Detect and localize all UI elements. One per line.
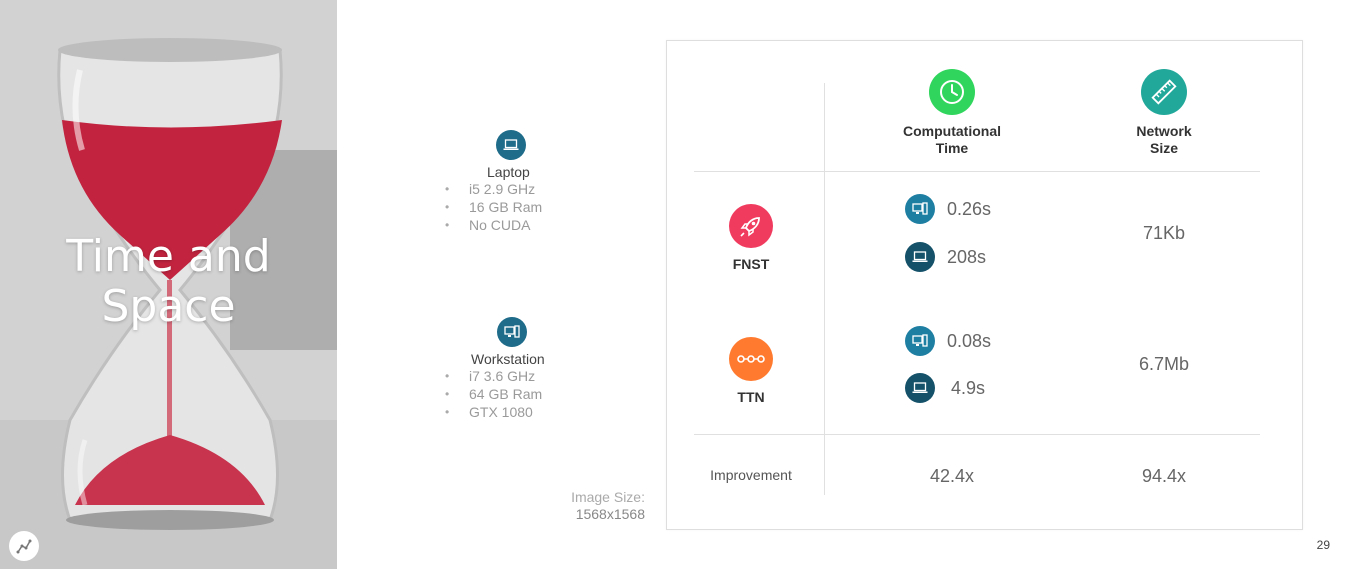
row-label-ttn: TTN	[737, 389, 765, 405]
ttn-laptop-time: 4.9s	[905, 373, 985, 403]
ttn-laptop-time-value: 4.9s	[951, 377, 986, 398]
improvement-label: Improvement	[710, 467, 792, 483]
page-number: 29	[1316, 538, 1330, 552]
fnst-laptop-time: 208s	[905, 242, 986, 272]
column-label-size: Network Size	[1084, 123, 1244, 157]
column-header-network-size: Network Size	[1084, 69, 1244, 157]
chart-logo-icon	[9, 531, 39, 561]
table-header-divider	[694, 171, 1260, 172]
image-size-note: Image Size: 1568x1568	[545, 489, 645, 523]
laptop-spec-ram: 16 GB Ram	[445, 198, 645, 216]
workstation-spec-cpu: i7 3.6 GHz	[445, 367, 645, 385]
image-size-label: Image Size:	[571, 489, 645, 505]
row-header-ttn: TTN	[691, 337, 811, 405]
image-size-value: 1568x1568	[575, 506, 645, 522]
laptop-icon	[905, 373, 935, 403]
column-label-time-line2: Time	[935, 140, 969, 156]
improvement-size-value: 94.4x	[1141, 466, 1187, 486]
ttn-workstation-time: 0.08s	[905, 326, 991, 356]
workstation-icon	[497, 317, 527, 347]
row-label-fnst: FNST	[732, 256, 770, 272]
clock-icon	[929, 69, 975, 115]
laptop-name: Laptop	[487, 164, 530, 180]
laptop-icon	[496, 130, 526, 160]
workstation-spec-ram: 64 GB Ram	[445, 385, 645, 403]
fnst-network-size: 71Kb	[1142, 223, 1186, 243]
workstation-icon	[905, 194, 935, 224]
table-footer-divider	[694, 434, 1260, 435]
hourglass-image	[0, 0, 337, 569]
ruler-icon	[1141, 69, 1187, 115]
ttn-workstation-time-value: 0.08s	[947, 330, 992, 351]
laptop-spec-gpu: No CUDA	[445, 216, 645, 234]
improvement-time-value: 42.4x	[929, 466, 975, 486]
rocket-icon	[729, 204, 773, 248]
laptop-spec-list: i5 2.9 GHz 16 GB Ram No CUDA	[445, 180, 645, 234]
laptop-icon	[905, 242, 935, 272]
hourglass-photo-panel: Time and Space	[0, 0, 337, 569]
slide-title: Time and Space	[0, 232, 337, 332]
slide-title-line2: Space	[101, 281, 236, 332]
row-header-fnst: FNST	[691, 204, 811, 272]
workstation-name: Workstation	[471, 351, 545, 367]
column-label-size-line2: Size	[1149, 140, 1178, 156]
ttn-network-size: 6.7Mb	[1138, 354, 1190, 374]
column-label-size-line1: Network	[1136, 123, 1192, 139]
fnst-laptop-time-value: 208s	[947, 246, 987, 267]
table-vertical-divider	[824, 83, 825, 495]
column-label-time: Computational Time	[872, 123, 1032, 157]
workstation-spec-block: Workstation i7 3.6 GHz 64 GB Ram GTX 108…	[445, 317, 645, 421]
fnst-workstation-time-value: 0.26s	[947, 198, 992, 219]
column-header-computational-time: Computational Time	[872, 69, 1032, 157]
slide-title-line1: Time and	[66, 231, 271, 282]
laptop-spec-cpu: i5 2.9 GHz	[445, 180, 645, 198]
comparison-table-card	[666, 40, 1303, 530]
workstation-spec-gpu: GTX 1080	[445, 403, 645, 421]
column-label-time-line1: Computational	[903, 123, 1001, 139]
laptop-spec-block: Laptop i5 2.9 GHz 16 GB Ram No CUDA	[445, 130, 645, 234]
workstation-icon	[905, 326, 935, 356]
nodes-icon	[729, 337, 773, 381]
fnst-workstation-time: 0.26s	[905, 194, 991, 224]
workstation-spec-list: i7 3.6 GHz 64 GB Ram GTX 1080	[445, 367, 645, 421]
